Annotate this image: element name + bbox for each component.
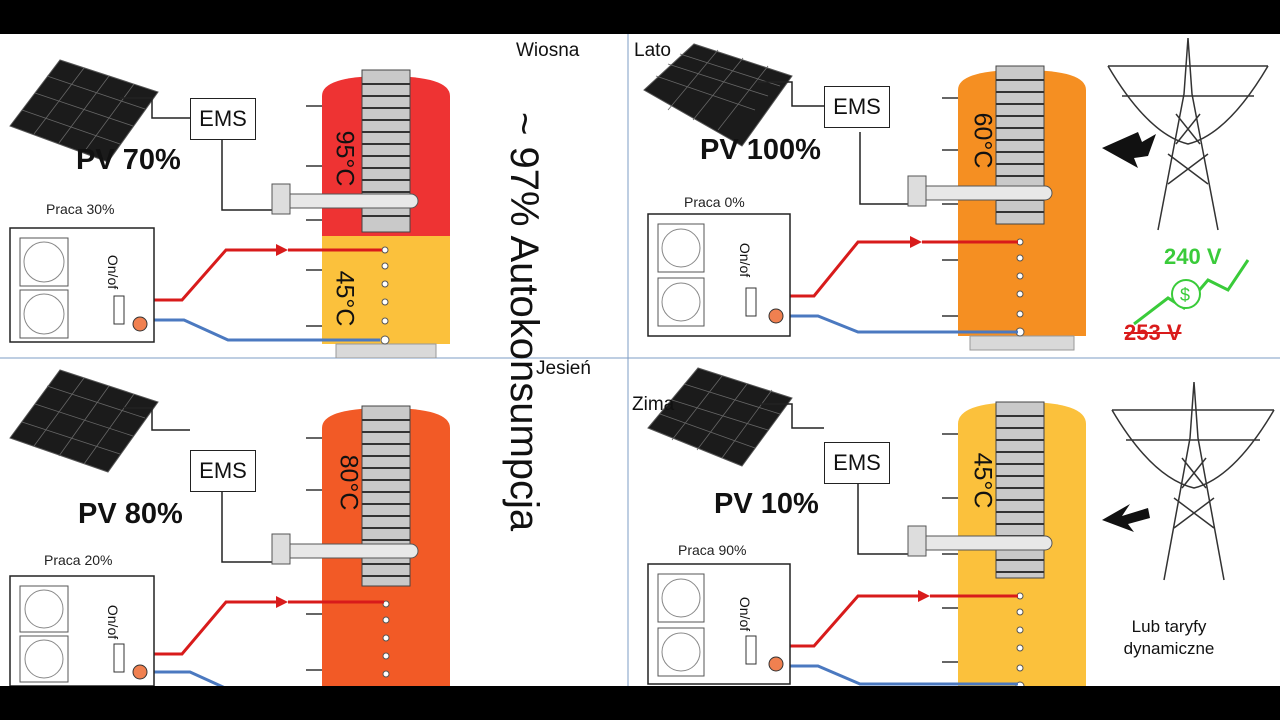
temp-top: 80°C: [334, 454, 363, 511]
praca-label: Praca 90%: [678, 542, 747, 558]
svg-text:$: $: [1180, 285, 1190, 305]
quadrant-lato: $ Lato EMS PV 100% Praca 0% 60°C On/of 2…: [628, 34, 1280, 358]
dollar-icon: $: [1171, 279, 1201, 309]
pv-share: PV 100%: [700, 134, 821, 166]
onoff-label: On/of: [737, 242, 754, 278]
pv-share: PV 80%: [78, 498, 183, 530]
ems-box: EMS: [824, 86, 890, 128]
voltage-new: 240 V: [1164, 244, 1222, 269]
voltage-old: 253 V: [1124, 320, 1182, 345]
water-tank: [271, 405, 450, 686]
quadrant-jesien: Jesień EMS PV 80% Praca 20% 80°C On/of: [0, 358, 628, 686]
water-tank: [271, 69, 450, 358]
solar-panel-icon: [9, 369, 159, 473]
ems-box: EMS: [824, 442, 890, 484]
quadrant-zima: Zima EMS PV 10% Praca 90% 45°C On/of Lub…: [628, 358, 1280, 686]
season-label: Zima: [632, 394, 675, 415]
onoff-label: On/of: [105, 254, 122, 290]
solar-panel-icon: [647, 367, 793, 467]
pylon-icon: [1107, 37, 1269, 231]
water-tank: [907, 65, 1086, 351]
ems-box: EMS: [190, 450, 256, 492]
temp-top: 60°C: [968, 112, 997, 169]
pv-share: PV 70%: [76, 144, 181, 176]
heat-pump-icon: [647, 213, 791, 337]
arrow-from-grid-icon: [1102, 504, 1150, 532]
heat-pump-icon: [9, 575, 155, 686]
diagram-canvas: Wiosna EMS PV 70% Praca 30% 95°C 45°C On…: [0, 34, 1280, 686]
solar-panel-icon: [9, 59, 159, 163]
water-tank: [907, 401, 1086, 686]
ems-box: EMS: [190, 98, 256, 140]
dynamic-tariff-note: Lub taryfy dynamiczne: [1123, 617, 1215, 658]
onoff-label: On/of: [105, 604, 122, 640]
praca-label: Praca 20%: [44, 552, 113, 568]
heat-pump-icon: [647, 563, 791, 685]
season-label: Jesień: [536, 358, 591, 379]
onoff-label: On/of: [737, 596, 754, 632]
season-label: Lato: [634, 40, 671, 61]
season-label: Wiosna: [516, 40, 580, 61]
autoconsumption-label: ~ 97% Autokonsumpcja: [502, 112, 546, 532]
heat-pump-icon: [9, 227, 155, 343]
quadrant-dividers: [0, 34, 1280, 686]
praca-label: Praca 30%: [46, 201, 115, 217]
temp-top: 45°C: [968, 452, 997, 509]
temp-bottom: 45°C: [330, 270, 359, 327]
praca-label: Praca 0%: [684, 194, 745, 210]
pylon-icon: [1111, 381, 1275, 581]
quadrant-wiosna: Wiosna EMS PV 70% Praca 30% 95°C 45°C On…: [0, 34, 628, 358]
pv-share: PV 10%: [714, 488, 819, 520]
arrow-to-grid-icon: [1102, 132, 1156, 168]
solar-panel-icon: [643, 43, 793, 147]
temp-top: 95°C: [330, 130, 359, 187]
